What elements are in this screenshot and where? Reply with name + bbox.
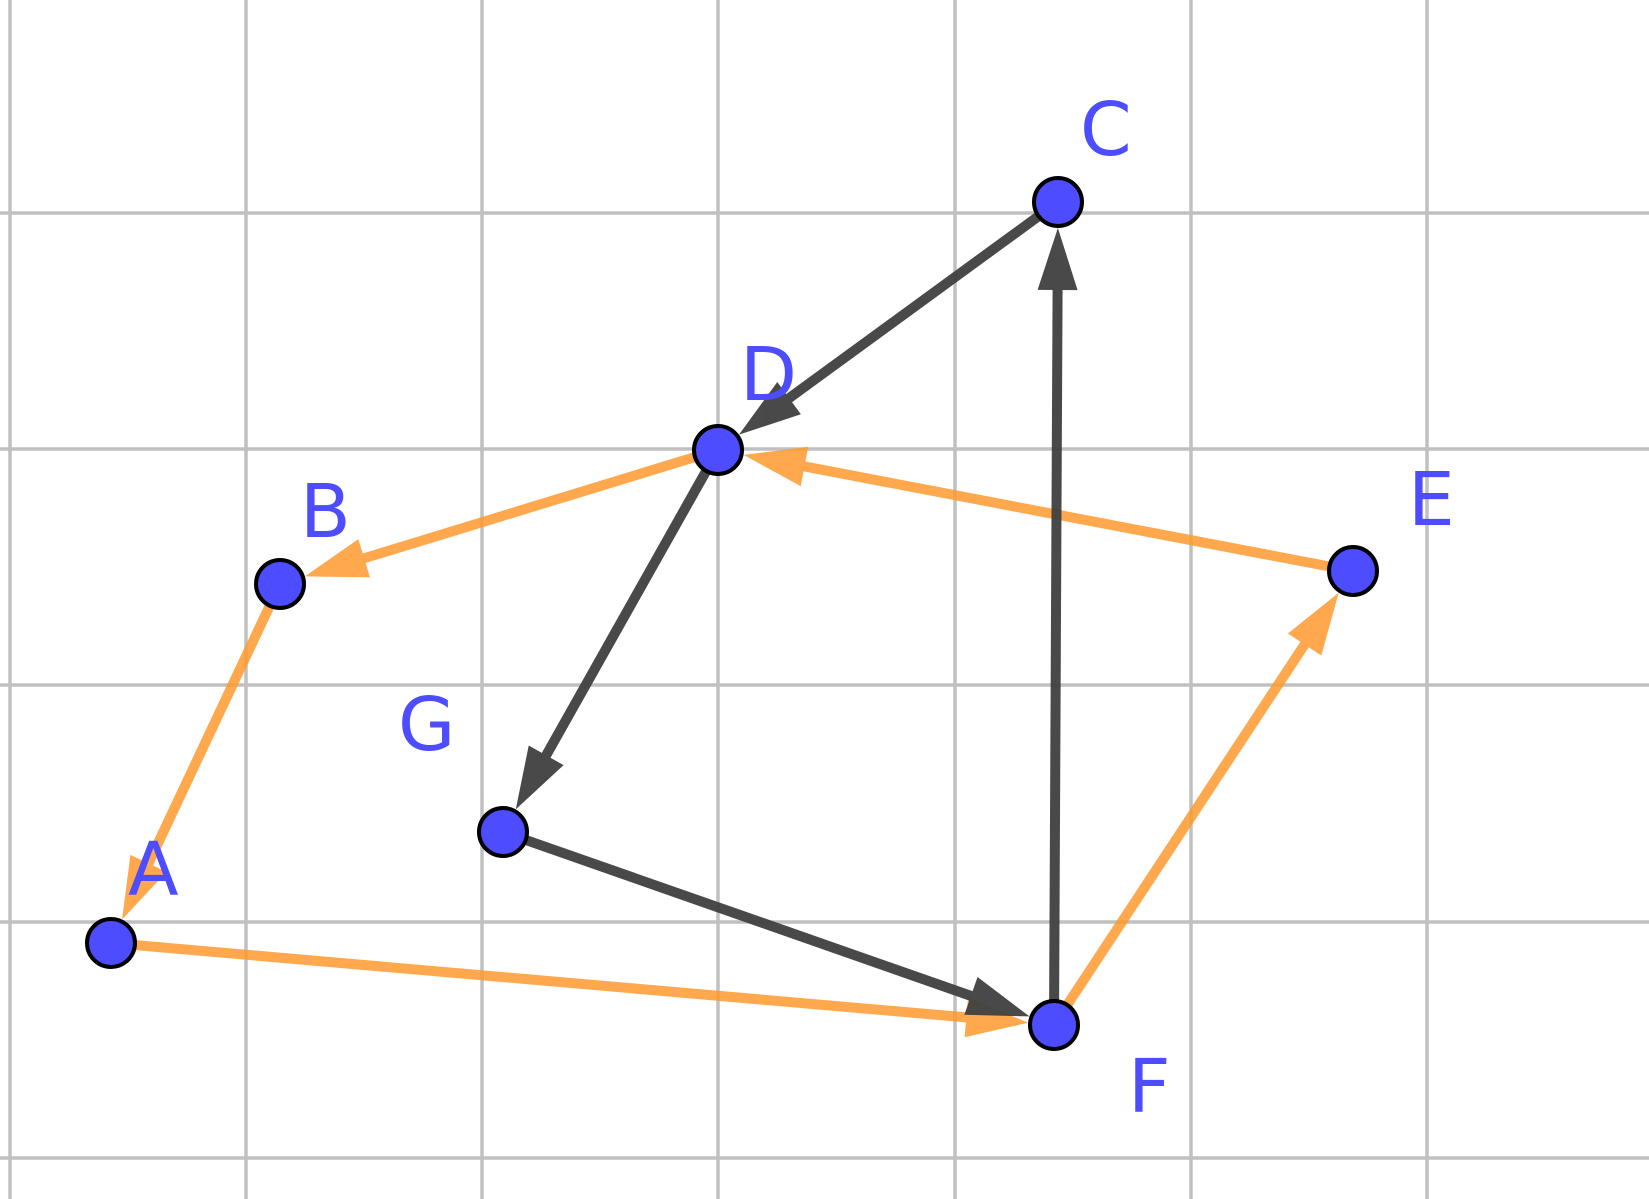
arrowhead (964, 977, 1030, 1017)
edge-line (793, 460, 1358, 576)
edge-line (1049, 634, 1313, 1030)
edge-f-c (1037, 227, 1078, 1030)
point-label-d: D (740, 332, 797, 418)
edge-d-g (515, 445, 723, 810)
point-label-g: G (398, 682, 455, 768)
point-d[interactable] (692, 424, 744, 476)
point-e[interactable] (1327, 545, 1379, 597)
arrowhead (1037, 227, 1078, 291)
edge-a-f (106, 938, 1029, 1038)
edge-d-b (304, 445, 723, 578)
point-a[interactable] (85, 917, 137, 969)
point-c[interactable] (1032, 176, 1084, 228)
point-b[interactable] (254, 558, 306, 610)
edge-line (779, 197, 1063, 407)
edge-f-e (1049, 592, 1339, 1030)
nodes: A B C D E F G (85, 87, 1455, 1130)
edge-line (353, 445, 723, 566)
edges (106, 197, 1358, 1038)
point-label-f: F (1128, 1044, 1171, 1130)
edge-g-f (498, 827, 1030, 1017)
edge-line (1049, 278, 1063, 1030)
point-f[interactable] (1028, 999, 1080, 1051)
edge-line (498, 827, 982, 1003)
arrowhead (122, 854, 167, 920)
arrowhead (743, 446, 809, 487)
edge-e-d (743, 446, 1358, 576)
point-label-e: E (1408, 457, 1455, 543)
arrowhead (739, 381, 801, 435)
point-label-b: B (300, 469, 351, 555)
arrowhead (304, 539, 371, 578)
edge-line (140, 579, 285, 874)
edge-line (106, 938, 978, 1023)
edge-b-a (122, 579, 285, 920)
edge-line (538, 445, 723, 766)
point-g[interactable] (477, 806, 529, 858)
point-label-a: A (128, 827, 179, 913)
arrowhead (515, 745, 564, 810)
arrowhead (1287, 592, 1339, 656)
point-label-c: C (1080, 87, 1132, 173)
edge-c-d (739, 197, 1063, 435)
